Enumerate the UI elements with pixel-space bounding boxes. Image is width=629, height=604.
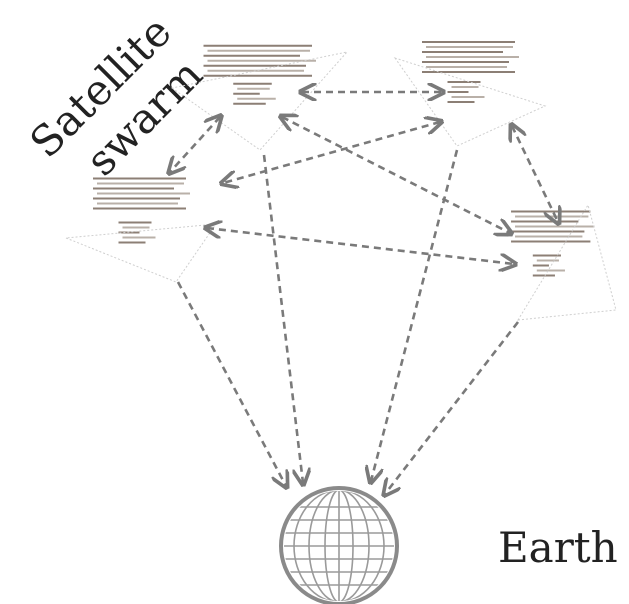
satellite-icon <box>393 41 547 147</box>
link-arrow <box>282 117 510 233</box>
satellite-icon <box>65 177 218 283</box>
satellite-icon <box>511 203 617 321</box>
link-arrow <box>512 126 558 222</box>
link-arrow <box>207 228 514 264</box>
downlink-arrow <box>371 149 459 481</box>
earth-label: Earth <box>498 523 618 572</box>
globe-icon <box>279 486 399 604</box>
downlink-arrow <box>262 154 303 483</box>
link-arrow <box>223 122 440 183</box>
downlink-arrow <box>385 321 520 494</box>
link-arrow <box>170 117 220 172</box>
downlink-arrow <box>176 281 286 486</box>
